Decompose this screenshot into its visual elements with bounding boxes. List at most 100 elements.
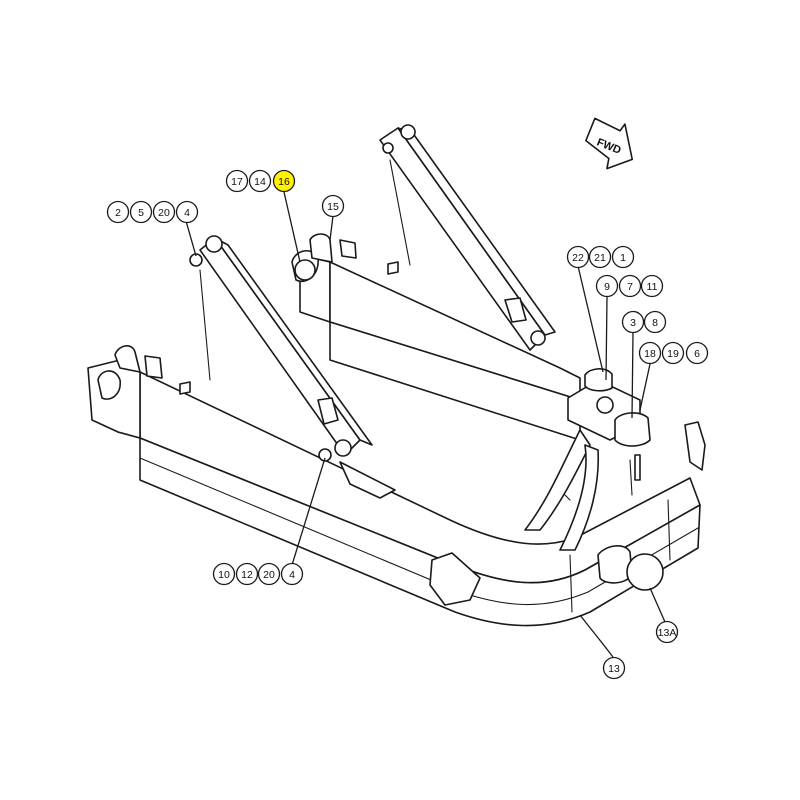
leader-18 bbox=[639, 363, 651, 411]
callout-16-bubble: 16 bbox=[272, 169, 296, 193]
callout-4-bubble: 4 bbox=[175, 200, 199, 224]
callout-group-9-7-11: 9 7 11 bbox=[595, 274, 664, 298]
fwd-arrow: FWD bbox=[585, 117, 634, 170]
callout-22-bubble: 22 bbox=[566, 245, 590, 269]
leader-3 bbox=[631, 332, 634, 419]
callout-label: 18 bbox=[644, 348, 656, 360]
callout-3-bubble: 3 bbox=[621, 310, 645, 334]
callout-group-15: 15 bbox=[321, 194, 345, 218]
callout-label: 21 bbox=[594, 252, 606, 264]
callout-circle bbox=[225, 169, 249, 193]
callout-label: 12 bbox=[241, 569, 253, 581]
callout-7-bubble: 7 bbox=[618, 274, 642, 298]
callout-label: 3 bbox=[630, 317, 636, 329]
leader-13a bbox=[649, 587, 666, 623]
callout-circle bbox=[621, 310, 645, 334]
callout-group-18-19-6: 18 19 6 bbox=[638, 341, 709, 365]
callout-group-17-14-16: 17 14 16 bbox=[225, 169, 296, 193]
callout-group-2-5-20-4: 2 5 20 4 bbox=[106, 200, 199, 224]
callout-circle bbox=[643, 310, 667, 334]
callout-6-bubble: 6 bbox=[685, 341, 709, 365]
callout-label: 2 bbox=[115, 207, 121, 219]
callout-20-bubble: 20 bbox=[257, 562, 281, 586]
callout-group-10-12-20-4: 10 12 20 4 bbox=[212, 562, 304, 586]
callout-circle bbox=[129, 200, 153, 224]
callout-1-bubble: 1 bbox=[611, 245, 635, 269]
callout-circle bbox=[212, 562, 236, 586]
callout-label: 7 bbox=[627, 281, 633, 293]
callout-circle bbox=[235, 562, 259, 586]
callout-circle bbox=[595, 274, 619, 298]
callout-circle bbox=[661, 341, 685, 365]
left-lift-arm bbox=[189, 235, 396, 499]
callout-13-bubble: 13 bbox=[602, 656, 626, 680]
callout-group-22-21-1: 22 21 1 bbox=[566, 245, 635, 269]
callout-circle bbox=[618, 274, 642, 298]
leader-13 bbox=[579, 614, 614, 658]
callout-circle bbox=[602, 656, 626, 680]
callout-circle bbox=[611, 245, 635, 269]
callout-label: 4 bbox=[184, 207, 190, 219]
callout-label: 11 bbox=[647, 281, 658, 293]
callout-label: 22 bbox=[572, 252, 584, 264]
leader-lines bbox=[185, 191, 666, 658]
callout-label: 20 bbox=[263, 569, 275, 581]
callout-circle bbox=[321, 194, 345, 218]
callout-label: 6 bbox=[694, 348, 700, 360]
callout-4-bubble: 4 bbox=[280, 562, 304, 586]
callout-label: 15 bbox=[327, 201, 339, 213]
callout-label: 13 bbox=[608, 663, 620, 675]
callout-label: 4 bbox=[289, 569, 295, 581]
callout-circle bbox=[106, 200, 130, 224]
callout-label: 16 bbox=[278, 176, 290, 188]
callout-17-bubble: 17 bbox=[225, 169, 249, 193]
right-lift-arm bbox=[379, 124, 556, 351]
leader-22 bbox=[577, 265, 604, 373]
callout-circle bbox=[640, 274, 664, 298]
callout-label: 13A bbox=[658, 627, 677, 639]
leader-4-top bbox=[185, 220, 197, 257]
callout-11-bubble: 11 bbox=[640, 274, 664, 298]
callout-label: 17 bbox=[231, 176, 243, 188]
callout-label: 5 bbox=[138, 207, 144, 219]
callout-circle bbox=[272, 169, 296, 193]
callout-circle bbox=[175, 200, 199, 224]
callout-circle bbox=[248, 169, 272, 193]
hitch-ball bbox=[626, 553, 664, 591]
callout-group-13a: 13A bbox=[655, 620, 679, 644]
callout-label: 14 bbox=[254, 176, 266, 188]
callout-5-bubble: 5 bbox=[129, 200, 153, 224]
callout-19-bubble: 19 bbox=[661, 341, 685, 365]
callout-circle bbox=[152, 200, 176, 224]
callout-8-bubble: 8 bbox=[643, 310, 667, 334]
callout-label: 20 bbox=[158, 207, 170, 219]
callout-circle bbox=[280, 562, 304, 586]
callout-label: 19 bbox=[667, 348, 679, 360]
callout-circle bbox=[566, 245, 590, 269]
callout-18-bubble: 18 bbox=[638, 341, 662, 365]
callout-9-bubble: 9 bbox=[595, 274, 619, 298]
callout-group-13: 13 bbox=[602, 656, 626, 680]
leader-16 bbox=[283, 191, 301, 263]
leader-4-bottom bbox=[291, 457, 326, 566]
callout-10-bubble: 10 bbox=[212, 562, 236, 586]
callout-12-bubble: 12 bbox=[235, 562, 259, 586]
callout-20-bubble: 20 bbox=[152, 200, 176, 224]
callout-2-bubble: 2 bbox=[106, 200, 130, 224]
callout-14-bubble: 14 bbox=[248, 169, 272, 193]
callout-label: 1 bbox=[620, 252, 626, 264]
callout-circle bbox=[655, 620, 679, 644]
callout-circle bbox=[257, 562, 281, 586]
callout-label: 8 bbox=[652, 317, 658, 329]
callout-13A-bubble: 13A bbox=[655, 620, 679, 644]
callout-21-bubble: 21 bbox=[588, 245, 612, 269]
lower-frame bbox=[87, 345, 706, 627]
callout-label: 9 bbox=[604, 281, 610, 293]
callout-circle bbox=[638, 341, 662, 365]
leader-9 bbox=[605, 296, 608, 381]
tow-bracket bbox=[524, 368, 651, 551]
